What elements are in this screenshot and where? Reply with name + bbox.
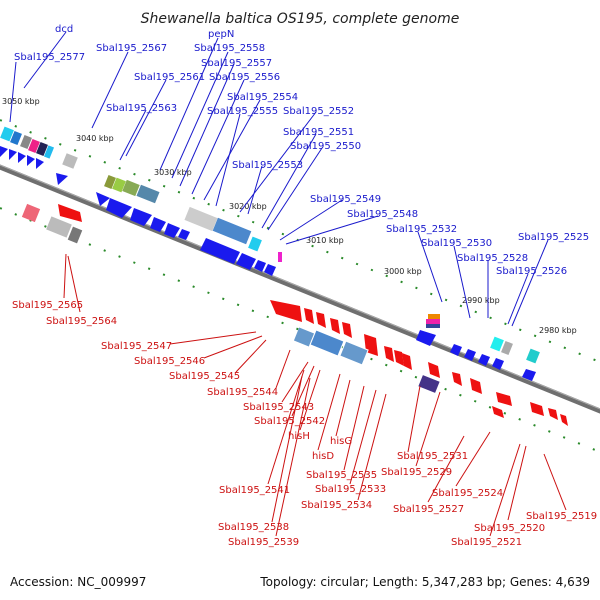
gene-label: pepN xyxy=(208,29,234,40)
gene-label: Sbal195_2530 xyxy=(421,238,492,249)
gene-label: Sbal195_2527 xyxy=(393,504,464,515)
kbp-label: 3010 kbp xyxy=(306,236,344,245)
gene-label: Sbal195_2520 xyxy=(474,523,545,534)
gene-label: Sbal195_2535 xyxy=(306,470,377,481)
top-leader-lines xyxy=(9,31,549,327)
kbp-label: 2980 kbp xyxy=(539,326,577,335)
feature-colored-cluster-left xyxy=(0,126,55,159)
gene-label: Sbal195_2529 xyxy=(381,467,452,478)
feature-red-arrows-mid xyxy=(270,300,412,370)
gene-label: Sbal195_2528 xyxy=(457,253,528,264)
gene-label: Sbal195_2558 xyxy=(194,43,265,54)
gene-label: Sbal195_2549 xyxy=(310,194,381,205)
forward-strand-genes xyxy=(0,126,540,381)
reverse-strand-genes xyxy=(21,203,568,426)
gene-label: Sbal195_2531 xyxy=(397,451,468,462)
genome-backbone xyxy=(0,164,600,414)
gene-label: Sbal195_2550 xyxy=(290,141,361,152)
gene-label: hisH xyxy=(288,431,310,442)
kbp-labels: 3050 kbp 3040 kbp 3030 kbp 3020 kbp 3010… xyxy=(2,97,577,335)
gene-label: Sbal195_2561 xyxy=(134,72,205,83)
feature-gray-cluster-bottom-left xyxy=(46,216,83,244)
gene-label: dcd xyxy=(55,24,73,35)
forward-gene-labels: dcd Sbal195_2577 Sbal195_2567 pepN Sbal1… xyxy=(14,24,589,277)
feature-gray-block xyxy=(62,153,78,169)
gene-label: Sbal195_2543 xyxy=(243,402,314,413)
feature-pink-block xyxy=(21,203,41,223)
feature-green-cluster xyxy=(104,174,160,204)
feature-magenta-block xyxy=(278,252,282,262)
gene-label: Sbal195_2554 xyxy=(227,92,298,103)
topology-summary: Topology: circular; Length: 5,347,283 bp… xyxy=(259,575,590,589)
kbp-label: 3000 kbp xyxy=(384,267,422,276)
kbp-label: 3020 kbp xyxy=(229,202,267,211)
gene-label: Sbal195_2551 xyxy=(283,127,354,138)
gene-label: Sbal195_2553 xyxy=(232,160,303,171)
map-title: Shewanella baltica OS195, complete genom… xyxy=(141,11,460,27)
gene-label: Sbal195_2525 xyxy=(518,232,589,243)
feature-red-arrow xyxy=(58,204,82,222)
gene-label: hisG xyxy=(330,436,352,447)
gene-label: Sbal195_2567 xyxy=(96,43,167,54)
kbp-label: 3030 kbp xyxy=(154,168,192,177)
gene-label: Sbal195_2534 xyxy=(301,500,372,511)
feature-arrows-blue-mid xyxy=(96,192,190,240)
gene-label: Sbal195_2519 xyxy=(526,511,597,522)
gene-label: hisD xyxy=(312,451,334,462)
feature-blue-cluster-mid xyxy=(293,327,369,366)
gene-label: Sbal195_2544 xyxy=(207,387,278,398)
gene-label: Sbal195_2546 xyxy=(134,356,205,367)
feature-arrows-blue-right xyxy=(416,330,536,381)
accession-text: Accession: NC_009997 xyxy=(10,575,146,589)
kbp-label: 3050 kbp xyxy=(2,97,40,106)
feature-arrows-blue-lower xyxy=(200,238,276,276)
feature-colored-cluster-right xyxy=(426,314,540,364)
gene-label: Sbal195_2552 xyxy=(283,106,354,117)
kbp-label: 2990 kbp xyxy=(462,296,500,305)
kbp-label: 3040 kbp xyxy=(76,134,114,143)
gene-label: Sbal195_2548 xyxy=(347,209,418,220)
gene-label: Sbal195_2577 xyxy=(14,52,85,63)
gene-label: Sbal195_2563 xyxy=(106,103,177,114)
bottom-leader-lines xyxy=(63,253,567,537)
feature-right-reverse xyxy=(418,362,568,426)
gene-label: Sbal195_2556 xyxy=(209,72,280,83)
gene-label: Sbal195_2539 xyxy=(228,537,299,548)
gene-label: Sbal195_2555 xyxy=(207,106,278,117)
feature-arrows-blue-left xyxy=(0,146,68,185)
gene-label: Sbal195_2541 xyxy=(219,485,290,496)
gene-label: Sbal195_2524 xyxy=(432,488,503,499)
gene-label: Sbal195_2565 xyxy=(12,300,83,311)
gene-label: Sbal195_2526 xyxy=(496,266,567,277)
reverse-gene-labels: Sbal195_2565 Sbal195_2564 Sbal195_2547 S… xyxy=(12,300,597,548)
gene-label: Sbal195_2547 xyxy=(101,341,172,352)
gene-label: Sbal195_2545 xyxy=(169,371,240,382)
gene-label: Sbal195_2532 xyxy=(386,224,457,235)
gene-label: Sbal195_2557 xyxy=(201,58,272,69)
gene-label: Sbal195_2521 xyxy=(451,537,522,548)
gene-label: Sbal195_2564 xyxy=(46,316,117,327)
gene-label: Sbal195_2538 xyxy=(218,522,289,533)
gene-label: Sbal195_2542 xyxy=(254,416,325,427)
feature-gray-cluster xyxy=(184,206,262,252)
gene-label: Sbal195_2533 xyxy=(315,484,386,495)
